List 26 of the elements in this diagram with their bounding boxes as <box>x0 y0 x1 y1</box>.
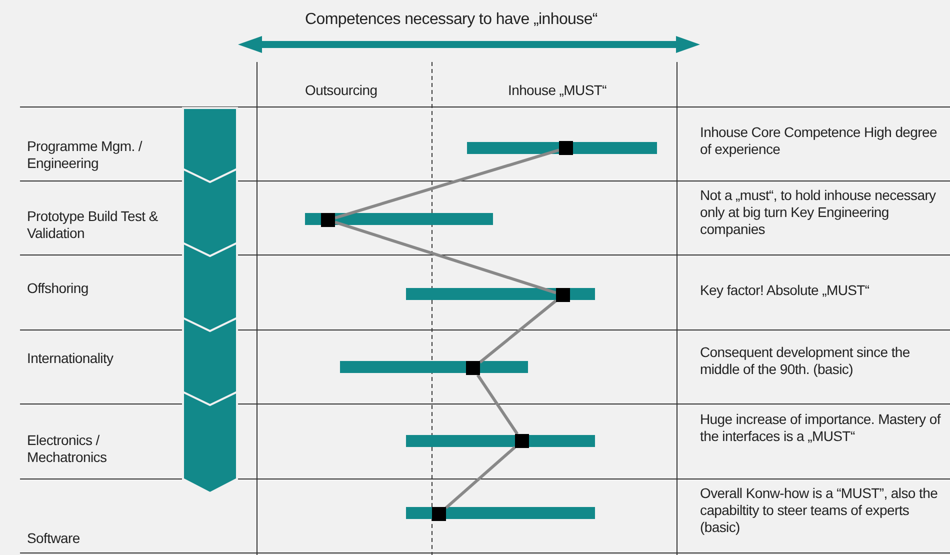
marker-square <box>515 434 529 448</box>
description-text: Not a „must“, to hold inhouse necessary only at big turn Key Engineering companies <box>700 187 937 238</box>
marker-square <box>559 141 573 155</box>
connector-line <box>479 300 557 364</box>
row-label: Software <box>27 530 81 547</box>
row-label: Prototype Build Test & Validation <box>27 208 159 242</box>
marker-square <box>556 288 570 302</box>
row-label: Electronics / Mechatronics <box>27 432 108 466</box>
title: Competences necessary to have „inhouse“ <box>305 11 598 28</box>
column-header: Outsourcing <box>305 82 378 99</box>
column-header: Inhouse „MUST“ <box>508 82 606 99</box>
row-label: Offshoring <box>27 280 90 297</box>
marker-square <box>321 213 335 227</box>
description-text: Inhouse Core Competence High degree of experience <box>700 124 938 158</box>
description-text: Overall Konw-how is a “MUST”, also the capabiltity to steer teams of experts (basic) <box>700 485 939 536</box>
marker-square <box>466 361 480 375</box>
connector-line <box>334 220 556 294</box>
marker-square <box>432 507 446 521</box>
row-label: Programme Mgm. / Engineering <box>27 138 144 172</box>
connector-line <box>476 374 519 435</box>
description-text: Key factor! Absolute „MUST“ <box>700 282 870 299</box>
description-text: Huge increase of importance. Mastery of the interfaces is a „MUST“ <box>700 411 942 445</box>
description-text: Consequent development since the middle of the 90th. (basic) <box>700 344 911 378</box>
connector-line <box>334 148 560 220</box>
connector-line <box>445 446 516 509</box>
row-label: Internationality <box>27 350 114 367</box>
